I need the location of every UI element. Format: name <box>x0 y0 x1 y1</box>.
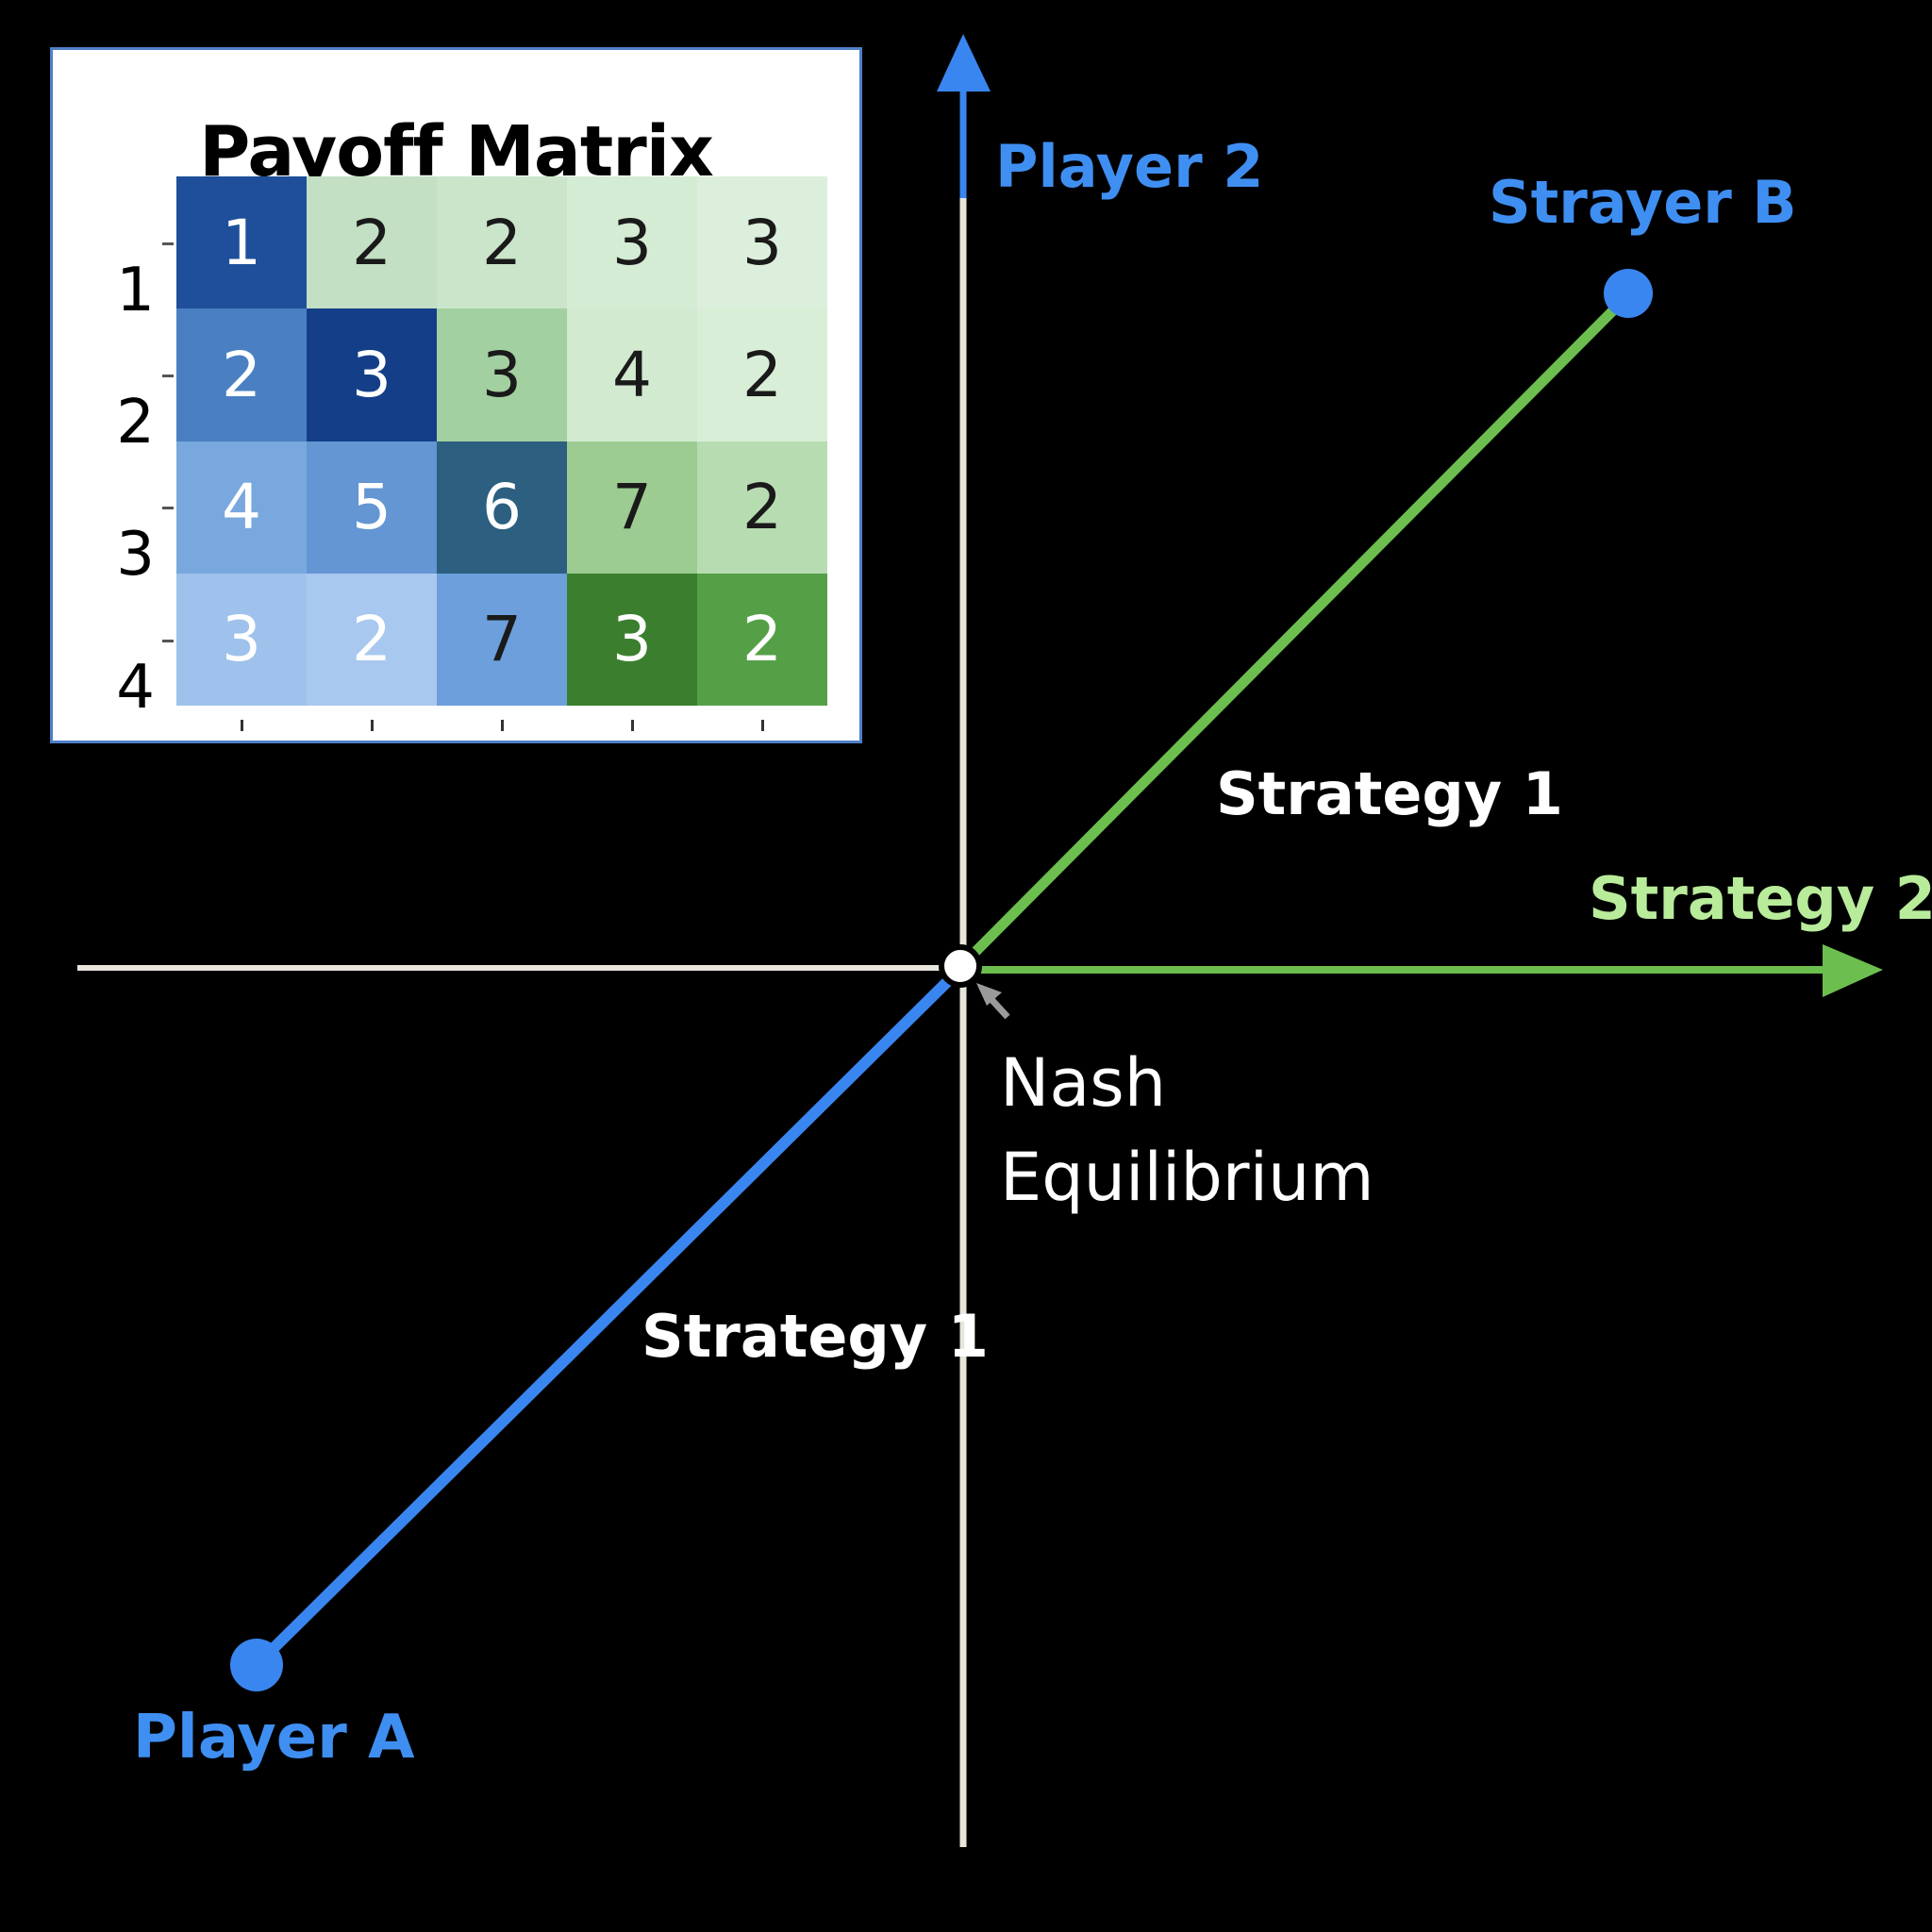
nash-label-line2: Equilibrium <box>1000 1139 1374 1216</box>
matrix-cell: 3 <box>176 573 307 706</box>
upper-point-label: Strayer B <box>1489 168 1797 237</box>
vertical-axis-label: Player 2 <box>995 132 1264 201</box>
matrix-cell: 5 <box>307 441 437 574</box>
nash-equilibrium-label: Nash Equilibrium <box>1000 1036 1374 1224</box>
matrix-cell: 2 <box>307 176 437 309</box>
lower-line-label: Strategy 1 <box>641 1302 989 1371</box>
matrix-col-tick <box>761 720 764 731</box>
matrix-row-label: 4 <box>116 653 155 723</box>
horizontal-axis-arrowhead <box>1823 944 1883 997</box>
matrix-cell: 4 <box>176 441 307 574</box>
matrix-row-label: 2 <box>116 388 155 458</box>
matrix-cell: 6 <box>437 441 567 574</box>
lower-point-label: Player A <box>133 1703 415 1773</box>
matrix-cell: 3 <box>567 573 697 706</box>
matrix-col-tick <box>631 720 634 731</box>
matrix-row-tick <box>162 507 174 509</box>
nash-label-line1: Nash <box>1000 1044 1167 1122</box>
matrix-cell: 2 <box>307 573 437 706</box>
matrix-cell: 3 <box>567 176 697 309</box>
matrix-row-label: 1 <box>116 256 155 325</box>
matrix-cell: 2 <box>697 573 827 706</box>
matrix-col-tick <box>241 720 243 731</box>
vertical-axis-arrowhead <box>937 34 991 92</box>
matrix-cell: 7 <box>567 441 697 574</box>
nash-pointer-arrowhead <box>976 983 1002 1006</box>
matrix-col-tick <box>501 720 504 731</box>
strategy-line-lower <box>251 960 969 1671</box>
matrix-cell: 4 <box>567 308 697 441</box>
matrix-cell: 2 <box>697 308 827 441</box>
matrix-row-tick <box>162 640 174 642</box>
matrix-cell: 2 <box>176 308 307 441</box>
strayer-b-point <box>1604 269 1653 318</box>
strategy-line-upper <box>958 291 1633 970</box>
matrix-row-tick <box>162 242 174 245</box>
matrix-row-label: 3 <box>116 520 155 590</box>
upper-line-label: Strategy 1 <box>1216 759 1563 828</box>
matrix-col-tick <box>371 720 374 731</box>
matrix-cell: 2 <box>697 441 827 574</box>
matrix-cell: 3 <box>697 176 827 309</box>
matrix-cell: 7 <box>437 573 567 706</box>
player-a-point <box>230 1639 283 1691</box>
matrix-cell: 3 <box>437 308 567 441</box>
matrix-cell: 3 <box>307 308 437 441</box>
matrix-cell: 2 <box>437 176 567 309</box>
horizontal-axis-label: Strategy 2 <box>1589 864 1932 933</box>
matrix-row-tick <box>162 375 174 377</box>
matrix-cell: 1 <box>176 176 307 309</box>
nash-equilibrium-node <box>939 944 982 988</box>
